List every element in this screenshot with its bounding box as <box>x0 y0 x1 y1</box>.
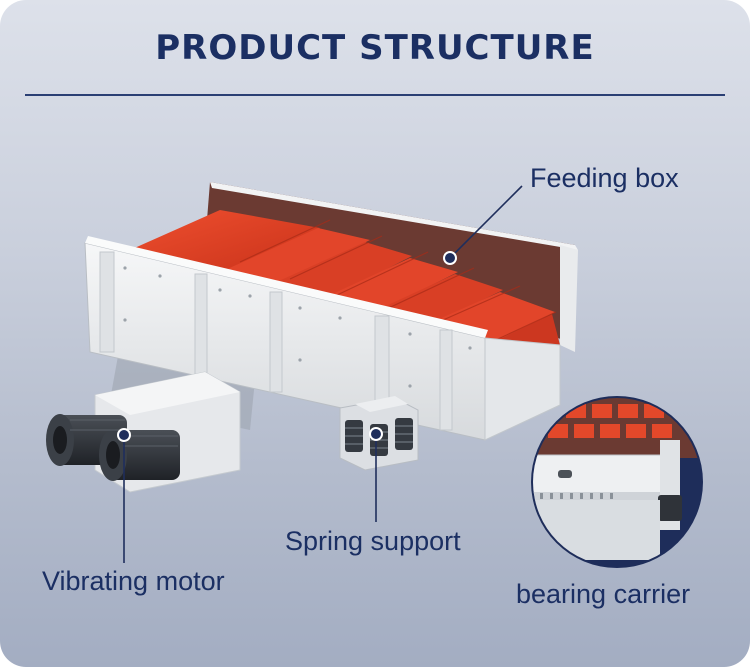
feeding-box-side-wall <box>84 236 561 441</box>
callout-vibrating-motor: Vibrating motor <box>42 566 225 596</box>
callout-bearing-carrier: bearing carrier <box>516 579 691 609</box>
spring-support-marker <box>369 427 383 441</box>
callout-feeding-box: Feeding box <box>530 163 679 193</box>
page-title: PRODUCT STRUCTURE <box>155 28 595 68</box>
vibrating-motor-marker <box>117 428 131 442</box>
callout-leader-lines <box>123 185 523 563</box>
callout-spring-support: Spring support <box>285 526 461 556</box>
feeding-box-marker <box>443 251 457 265</box>
title-divider <box>25 94 725 96</box>
callout-markers <box>117 251 457 442</box>
bearing-carrier-detail <box>531 396 703 568</box>
